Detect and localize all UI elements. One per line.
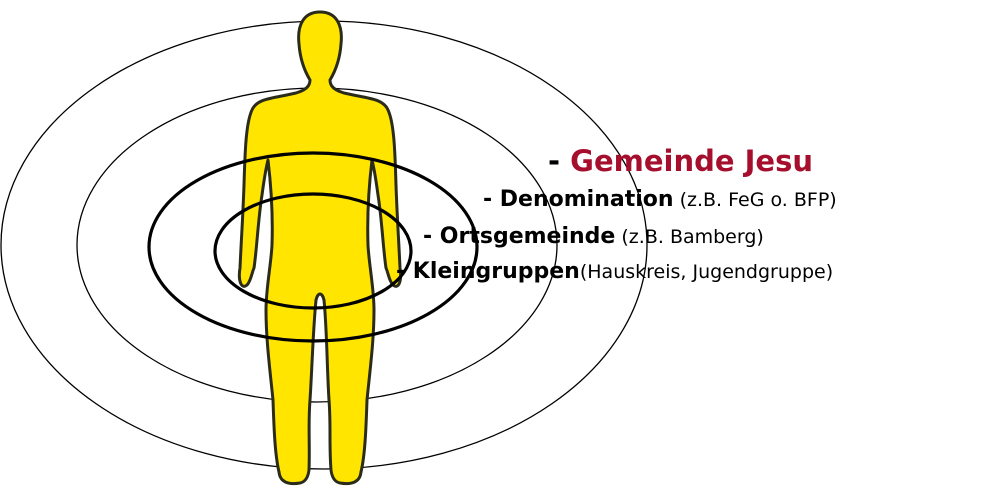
label-example: (z.B. FeG o. BFP) bbox=[674, 189, 837, 211]
label-dash: - bbox=[483, 187, 500, 212]
human-silhouette-icon bbox=[239, 12, 400, 484]
label-dash: - bbox=[423, 224, 440, 249]
label-kleingruppen: - Kleingruppen(Hauskreis, Jugendgruppe) bbox=[396, 261, 833, 283]
label-main: Kleingruppen bbox=[413, 259, 580, 284]
label-gemeinde-jesu: - Gemeinde Jesu bbox=[548, 147, 813, 176]
label-main: Ortsgemeinde bbox=[440, 224, 616, 249]
label-ortsgemeinde: - Ortsgemeinde (z.B. Bamberg) bbox=[423, 226, 764, 248]
label-example: (Hauskreis, Jugendgruppe) bbox=[580, 261, 833, 283]
label-example: (z.B. Bamberg) bbox=[615, 226, 763, 248]
label-main: Denomination bbox=[500, 187, 674, 212]
label-main: Gemeinde Jesu bbox=[570, 144, 813, 178]
label-dash: - bbox=[396, 259, 413, 284]
label-denomination: - Denomination (z.B. FeG o. BFP) bbox=[483, 189, 837, 211]
label-dash: - bbox=[548, 144, 570, 178]
